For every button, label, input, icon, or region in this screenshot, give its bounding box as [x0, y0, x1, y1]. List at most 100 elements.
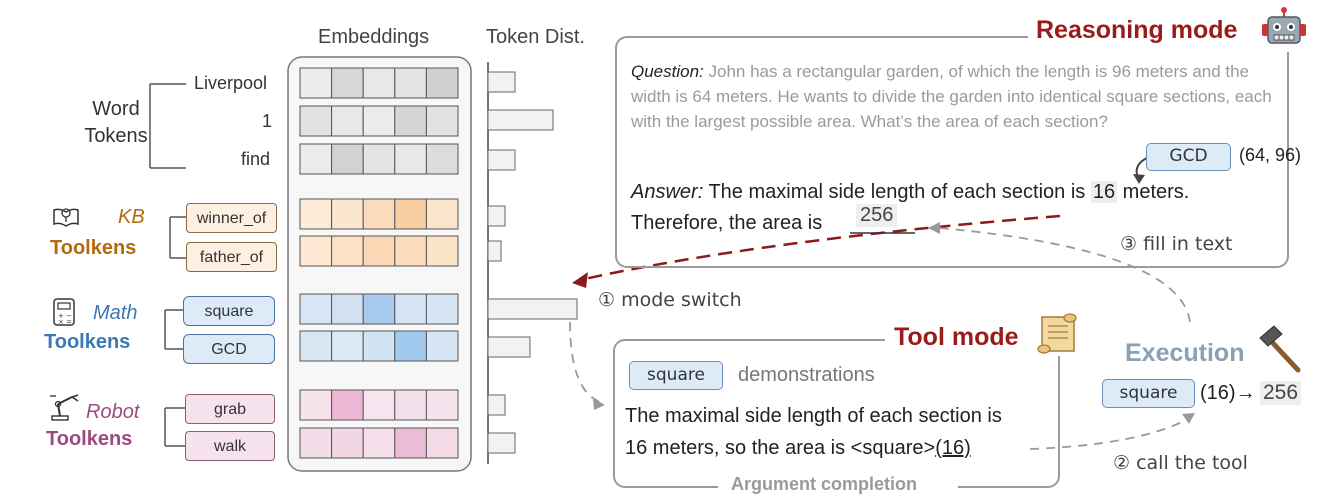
call-tool-arrow: [1029, 417, 1191, 450]
word-tokens-title: Word Tokens: [84, 98, 148, 147]
answer-fill-256: 256: [856, 204, 898, 227]
embedding-cell: [299, 389, 333, 421]
embedding-cell: [425, 293, 459, 325]
embedding-cell: [394, 105, 427, 137]
embedding-cell: [362, 293, 396, 325]
robot-arm-icon: [48, 392, 86, 422]
question-label: Question:: [631, 62, 704, 81]
toolken-grab: grab: [185, 394, 275, 424]
embedding-cell: [362, 389, 396, 421]
token-dist-bar: [487, 71, 516, 93]
question-text: John has a rectangular garden, of which …: [631, 62, 1272, 131]
embedding-cell: [394, 293, 427, 325]
tool-line2-text: 16 meters, so the area is <square>: [625, 437, 936, 459]
argument-completion-label: Argument completion: [731, 474, 918, 494]
embedding-cell: [299, 105, 333, 137]
embedding-cell: [362, 330, 396, 362]
embedding-cell: [331, 330, 364, 362]
tool-line1: The maximal side length of each section …: [625, 405, 1002, 427]
math-toolkens-title: Toolkens: [44, 331, 131, 353]
svg-text:× =: × =: [58, 318, 72, 326]
embedding-cell: [299, 427, 333, 459]
mode-switch-label: ① mode switch: [598, 289, 742, 311]
argument-completion-bg: [718, 476, 958, 496]
word-token-find: find: [241, 149, 271, 169]
reasoning-mode-title: Reasoning mode: [1036, 16, 1238, 44]
embedding-cell: [299, 330, 333, 362]
answer-text-pre: The maximal side length of each section …: [703, 181, 1091, 203]
embedding-cell: [425, 198, 459, 230]
token-dist-header: Token Dist.: [486, 26, 585, 48]
token-dist-bar: [487, 432, 516, 454]
kb-bracket: [169, 216, 186, 259]
robot-bracket: [164, 407, 185, 447]
tool-square-tag: square: [629, 361, 723, 390]
kb-toolkens-title: Toolkens: [50, 237, 137, 259]
tool-line2: 16 meters, so the area is <square>(16): [625, 437, 971, 460]
scroll-icon: [1034, 311, 1078, 357]
execution-title: Execution: [1125, 339, 1245, 367]
embedding-cell: [362, 427, 396, 459]
calculator-icon: + −× =: [52, 297, 76, 327]
embedding-cell: [299, 67, 333, 99]
token-dist-bar: [487, 240, 502, 262]
embedding-cell: [394, 67, 427, 99]
gcd-tag: GCD: [1146, 143, 1231, 171]
embedding-cell: [394, 330, 427, 362]
word-token-1: 1: [262, 111, 273, 131]
token-dist-bar: [487, 394, 506, 416]
embedding-cell: [425, 389, 459, 421]
math-title: Math: [93, 302, 138, 324]
toolken-gcd: GCD: [183, 334, 275, 364]
robot-toolkens-title: Toolkens: [46, 428, 133, 450]
embedding-cell: [331, 143, 364, 175]
embedding-cell: [362, 105, 396, 137]
reasoning-title-bg: [1028, 14, 1263, 54]
embedding-cell: [362, 198, 396, 230]
demonstrations-label: demonstrations: [738, 364, 875, 386]
answer-highlight-16: 16: [1090, 181, 1118, 203]
embedding-cell: [394, 427, 427, 459]
word-token-liverpool: Liverpool: [194, 73, 268, 93]
embedding-cell: [331, 235, 364, 267]
embedding-cell: [362, 67, 396, 99]
embedding-cell: [331, 105, 364, 137]
svg-text:+ −: + −: [58, 312, 72, 320]
embedding-cell: [394, 389, 427, 421]
token-dist-bar: [487, 149, 516, 171]
embedding-cell: [331, 293, 364, 325]
embedding-cell: [394, 235, 427, 267]
gcd-args: (64, 96): [1239, 145, 1302, 165]
embedding-cell: [299, 143, 333, 175]
execution-result: 256: [1260, 381, 1302, 405]
math-bracket: [164, 309, 183, 350]
embedding-cell: [425, 330, 459, 362]
toolken-winner-of: winner_of: [186, 203, 277, 233]
toolken-walk: walk: [185, 431, 275, 461]
embedding-cell: [394, 198, 427, 230]
embedding-cell: [331, 427, 364, 459]
embedding-cell: [362, 235, 396, 267]
embedding-cell: [331, 389, 364, 421]
word-token-bracket: [149, 83, 186, 169]
embedding-cell: [362, 143, 396, 175]
execution-call: (16)→: [1200, 382, 1256, 404]
reasoning-mode-panel: [615, 36, 1289, 268]
lightbulb-book-icon: [52, 204, 80, 230]
answer-label: Answer:: [631, 181, 704, 203]
embedding-cell: [425, 235, 459, 267]
answer-line2: Therefore, the area is: [631, 212, 823, 234]
robot-title: Robot: [86, 401, 140, 423]
embedding-cell: [425, 67, 459, 99]
tool-argument: (16): [935, 437, 971, 459]
token-dist-bar: [487, 298, 578, 320]
embedding-cell: [299, 293, 333, 325]
toolken-father-of: father_of: [186, 242, 277, 272]
fill-in-text-label: ③ fill in text: [1120, 233, 1233, 255]
embedding-cell: [394, 143, 427, 175]
embedding-cell: [299, 235, 333, 267]
token-dist-bar: [487, 205, 506, 227]
token-dist-bar: [487, 336, 531, 358]
robot-icon: [1260, 6, 1308, 52]
